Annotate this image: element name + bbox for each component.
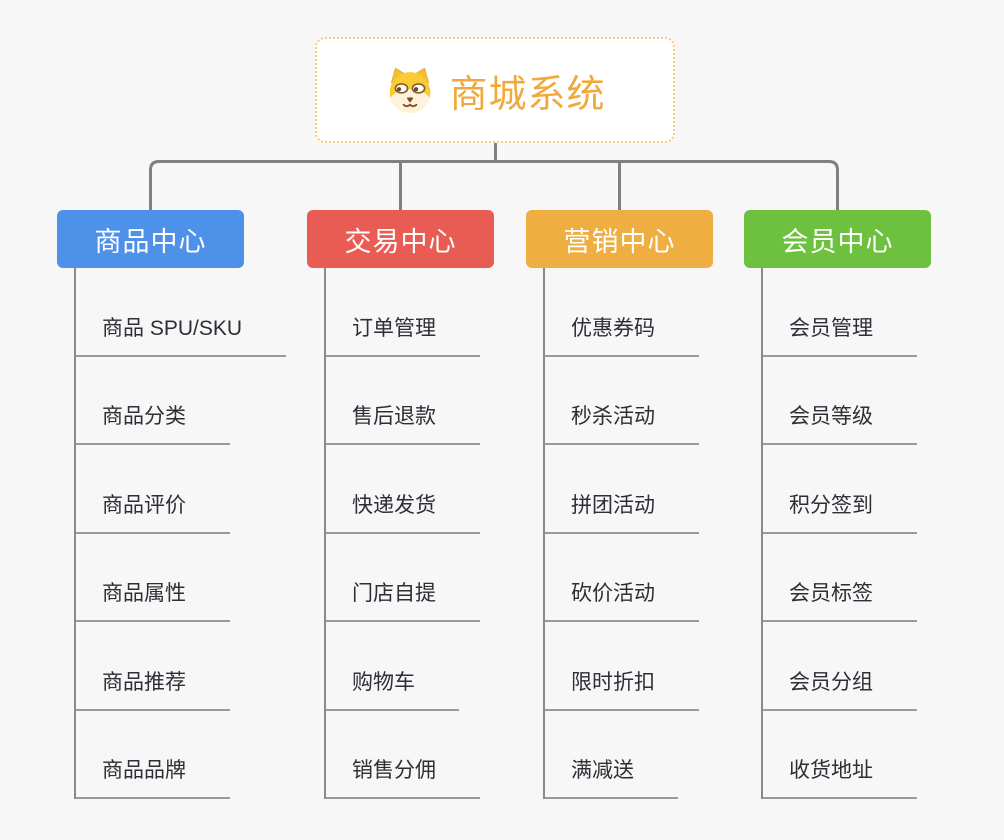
leaf-label: 拼团活动	[543, 489, 699, 534]
leaf-label: 快递发货	[324, 489, 480, 534]
leaf-node[interactable]: 商品 SPU/SKU	[74, 268, 287, 357]
branch-label: 交易中心	[344, 226, 457, 257]
leaf-node[interactable]: 商品品牌	[74, 711, 244, 799]
leaf-node[interactable]: 积分签到	[761, 445, 931, 534]
leaf-label: 商品属性	[74, 577, 230, 622]
leaf-label: 会员管理	[761, 312, 917, 357]
branch-label: 会员中心	[781, 226, 894, 257]
leaf-label: 订单管理	[324, 312, 480, 357]
branch-header-marketing-center[interactable]: 营销中心	[526, 210, 713, 268]
leaf-node[interactable]: 快递发货	[324, 445, 494, 534]
leaf-node[interactable]: 秒杀活动	[543, 357, 713, 445]
leaf-label: 销售分佣	[324, 754, 480, 799]
branch-header-product-center[interactable]: 商品中心	[57, 210, 244, 268]
leaf-label: 商品评价	[74, 489, 230, 534]
branch-leaves: 会员管理 会员等级 积分签到 会员标签 会员分组 收货地址	[761, 268, 931, 799]
leaf-label: 商品 SPU/SKU	[74, 312, 287, 357]
branch-marketing-center: 营销中心 优惠券码 秒杀活动 拼团活动 砍价活动 限时折扣 满减送	[526, 210, 713, 799]
leaf-label: 砍价活动	[543, 577, 699, 622]
branch-trunk-line	[324, 268, 326, 799]
leaf-label: 商品分类	[74, 400, 230, 445]
root-title: 商城系统	[449, 73, 606, 116]
leaf-node[interactable]: 购物车	[324, 622, 494, 711]
leaf-node[interactable]: 商品分类	[74, 357, 244, 445]
leaf-node[interactable]: 砍价活动	[543, 534, 713, 622]
branch-leaves: 订单管理 售后退款 快递发货 门店自提 购物车 销售分佣	[324, 268, 494, 799]
leaf-node[interactable]: 商品评价	[74, 445, 244, 534]
leaf-label: 会员等级	[761, 400, 917, 445]
leaf-label: 积分签到	[761, 489, 917, 534]
branch-trade-center: 交易中心 订单管理 售后退款 快递发货 门店自提 购物车 销售分佣	[307, 210, 494, 799]
leaf-node[interactable]: 销售分佣	[324, 711, 494, 799]
leaf-label: 优惠券码	[543, 312, 699, 357]
branch-label: 商品中心	[94, 226, 207, 257]
branch-trunk-line	[74, 268, 76, 799]
leaf-node[interactable]: 拼团活动	[543, 445, 713, 534]
branch-trunk-line	[543, 268, 545, 799]
leaf-label: 购物车	[324, 666, 459, 711]
leaf-node[interactable]: 会员等级	[761, 357, 931, 445]
branch-trunk-line	[761, 268, 763, 799]
leaf-node[interactable]: 限时折扣	[543, 622, 713, 711]
leaf-node[interactable]: 会员管理	[761, 268, 931, 357]
leaf-node[interactable]: 商品推荐	[74, 622, 244, 711]
leaf-label: 收货地址	[761, 754, 917, 799]
leaf-node[interactable]: 优惠券码	[543, 268, 713, 357]
dog-face-icon	[384, 66, 436, 114]
branch-header-member-center[interactable]: 会员中心	[744, 210, 931, 268]
leaf-label: 秒杀活动	[543, 400, 699, 445]
leaf-node[interactable]: 会员标签	[761, 534, 931, 622]
leaf-label: 商品推荐	[74, 666, 230, 711]
leaf-label: 售后退款	[324, 400, 480, 445]
leaf-node[interactable]: 订单管理	[324, 268, 494, 357]
leaf-node[interactable]: 会员分组	[761, 622, 931, 711]
branch-product-center: 商品中心 商品 SPU/SKU 商品分类 商品评价 商品属性 商品推荐 商品品牌	[57, 210, 287, 799]
leaf-label: 满减送	[543, 754, 678, 799]
root-node[interactable]: 商城系统	[315, 37, 675, 143]
branch-leaves: 优惠券码 秒杀活动 拼团活动 砍价活动 限时折扣 满减送	[543, 268, 713, 799]
leaf-label: 会员分组	[761, 666, 917, 711]
leaf-label: 限时折扣	[543, 666, 699, 711]
leaf-node[interactable]: 售后退款	[324, 357, 494, 445]
leaf-node[interactable]: 收货地址	[761, 711, 931, 799]
branch-label: 营销中心	[563, 226, 676, 257]
leaf-label: 门店自提	[324, 577, 480, 622]
branch-leaves: 商品 SPU/SKU 商品分类 商品评价 商品属性 商品推荐 商品品牌	[74, 268, 287, 799]
leaf-node[interactable]: 门店自提	[324, 534, 494, 622]
branch-member-center: 会员中心 会员管理 会员等级 积分签到 会员标签 会员分组 收货地址	[744, 210, 931, 799]
leaf-node[interactable]: 商品属性	[74, 534, 244, 622]
leaf-label: 商品品牌	[74, 754, 230, 799]
leaf-node[interactable]: 满减送	[543, 711, 713, 799]
leaf-label: 会员标签	[761, 577, 917, 622]
branch-header-trade-center[interactable]: 交易中心	[307, 210, 494, 268]
